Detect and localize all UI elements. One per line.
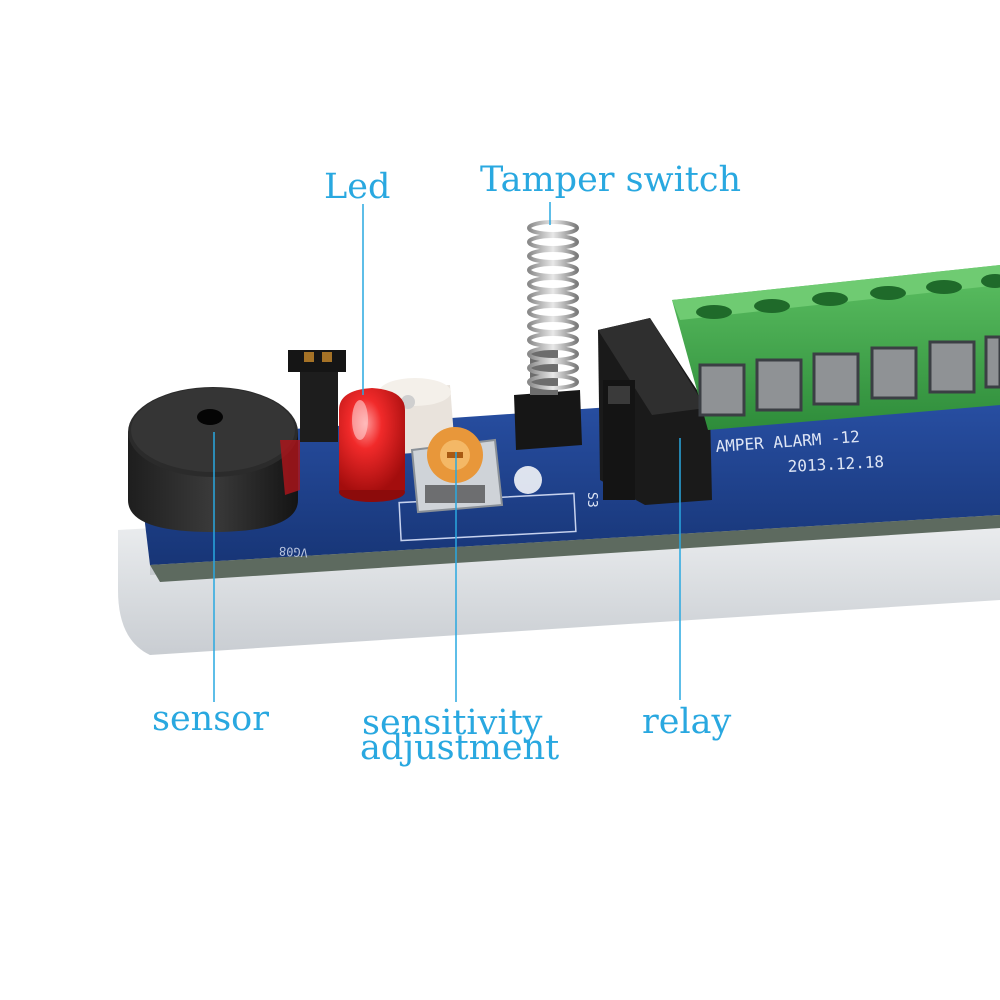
board-relay-ref: S3 bbox=[584, 492, 599, 508]
jumper bbox=[288, 350, 346, 442]
sensitivity-label-line2: adjustment bbox=[360, 728, 560, 768]
tamper-switch-label: Tamper switch bbox=[480, 160, 741, 200]
spring bbox=[527, 220, 579, 390]
callout-lines bbox=[213, 202, 681, 702]
tamper-switch bbox=[514, 220, 582, 450]
buzzer-sensor bbox=[128, 387, 300, 532]
relay-label: relay bbox=[642, 702, 732, 742]
sensitivity-label-line1: sensitivity bbox=[362, 703, 543, 743]
relay-component bbox=[598, 318, 712, 505]
led-label: Led bbox=[324, 167, 391, 207]
board-model-text: VG08 bbox=[279, 544, 309, 560]
led-component bbox=[339, 388, 405, 502]
sensor-label: sensor bbox=[152, 699, 269, 739]
sensitivity-trimmer bbox=[410, 427, 504, 514]
terminal-block bbox=[672, 265, 1000, 430]
